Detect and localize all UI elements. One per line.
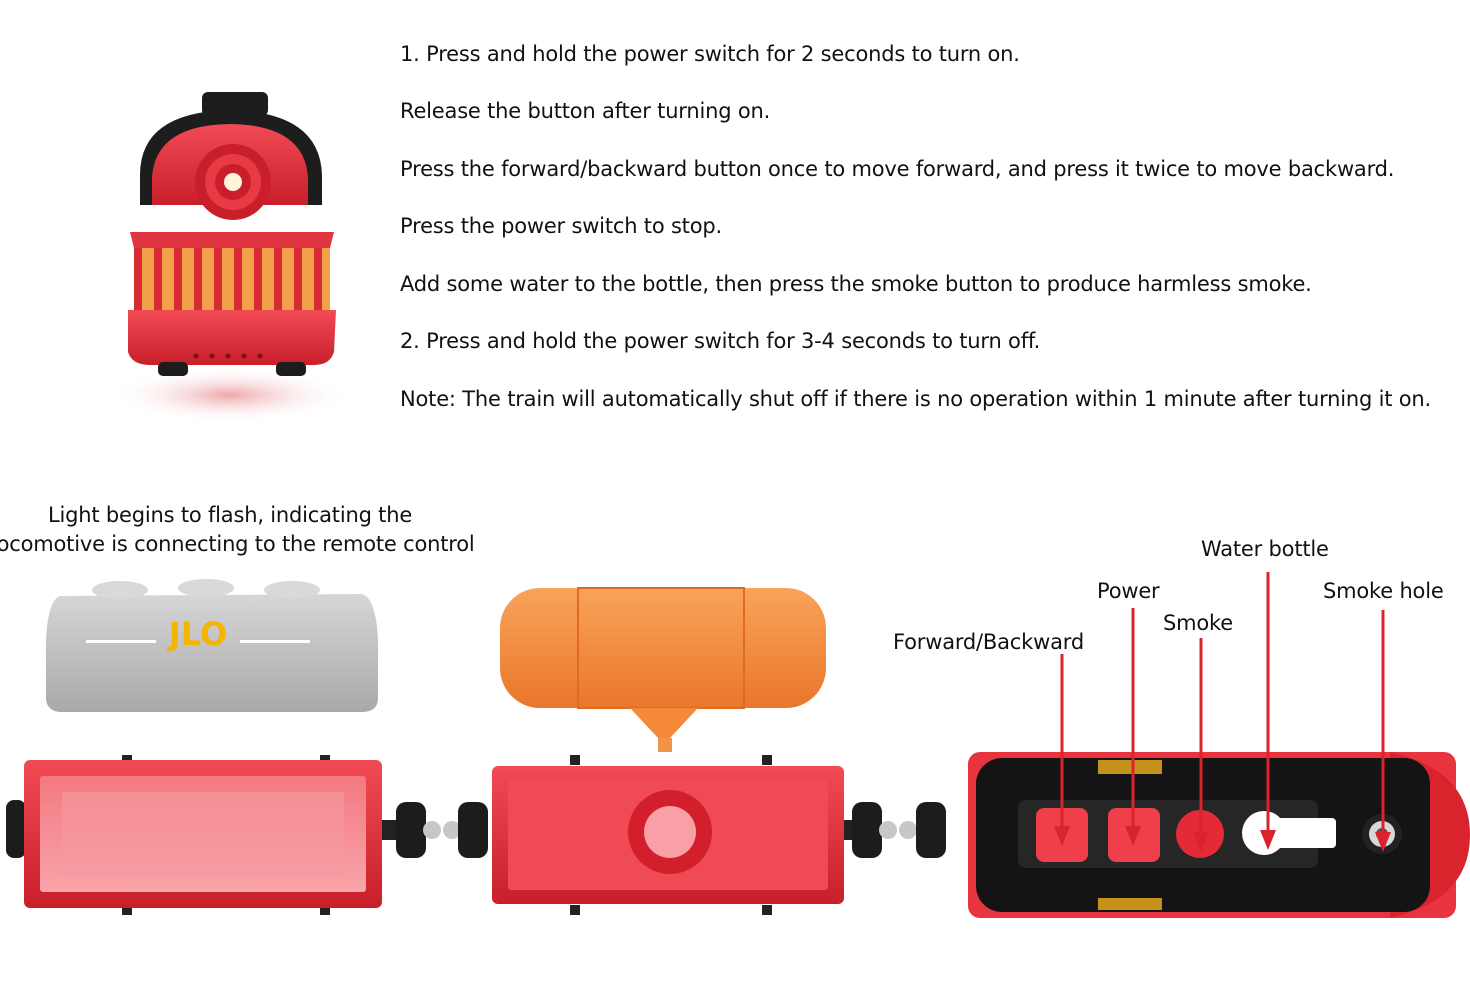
orange-water-tank (500, 587, 826, 752)
instruction-step-2: 2. Press and hold the power switch for 3… (400, 329, 1041, 353)
label-water-bottle: Water bottle (1201, 537, 1329, 561)
coupler-1 (382, 802, 488, 858)
front-bumper (128, 310, 336, 365)
light-callout-line2: locomotive is connecting to the remote c… (0, 532, 475, 556)
label-smoke-hole: Smoke hole (1323, 579, 1444, 603)
coupler-left-end (6, 800, 26, 858)
cap-logo: JLO (167, 615, 227, 653)
instruction-note: Note: The train will automatically shut … (400, 387, 1431, 411)
coupler-2 (844, 802, 946, 858)
tank-funnel (630, 708, 698, 738)
gray-cap: JLO (46, 579, 378, 712)
instruction-smoke: Add some water to the bottle, then press… (400, 272, 1312, 296)
instruction-stop: Press the power switch to stop. (400, 214, 722, 238)
loco-control-panel (1018, 800, 1318, 868)
locomotive-top-view (968, 752, 1470, 918)
label-power: Power (1097, 579, 1160, 603)
cap-bump-3 (264, 581, 320, 599)
label-forward-backward: Forward/Backward (893, 630, 1084, 654)
label-smoke: Smoke (1163, 611, 1233, 635)
instruction-release: Release the button after turning on. (400, 99, 771, 123)
headlight-icon (224, 173, 242, 191)
instruction-step-1: 1. Press and hold the power switch for 2… (400, 42, 1020, 66)
front-wheel-right (276, 362, 306, 376)
locomotive-front-view (110, 92, 350, 423)
callout-arrows (1054, 572, 1391, 852)
water-bottle-slot (1270, 818, 1336, 848)
front-shadow (110, 367, 350, 423)
instruction-direction: Press the forward/backward button once t… (400, 157, 1395, 181)
light-callout-line1: Light begins to flash, indicating the (48, 503, 413, 527)
front-wheel-left (158, 362, 188, 376)
cap-bump-1 (92, 581, 148, 599)
front-grille-bars (134, 248, 322, 310)
red-car-1 (24, 755, 382, 915)
front-chimney (202, 92, 268, 116)
red-car-2 (492, 755, 844, 915)
cap-bump-2 (178, 579, 234, 597)
